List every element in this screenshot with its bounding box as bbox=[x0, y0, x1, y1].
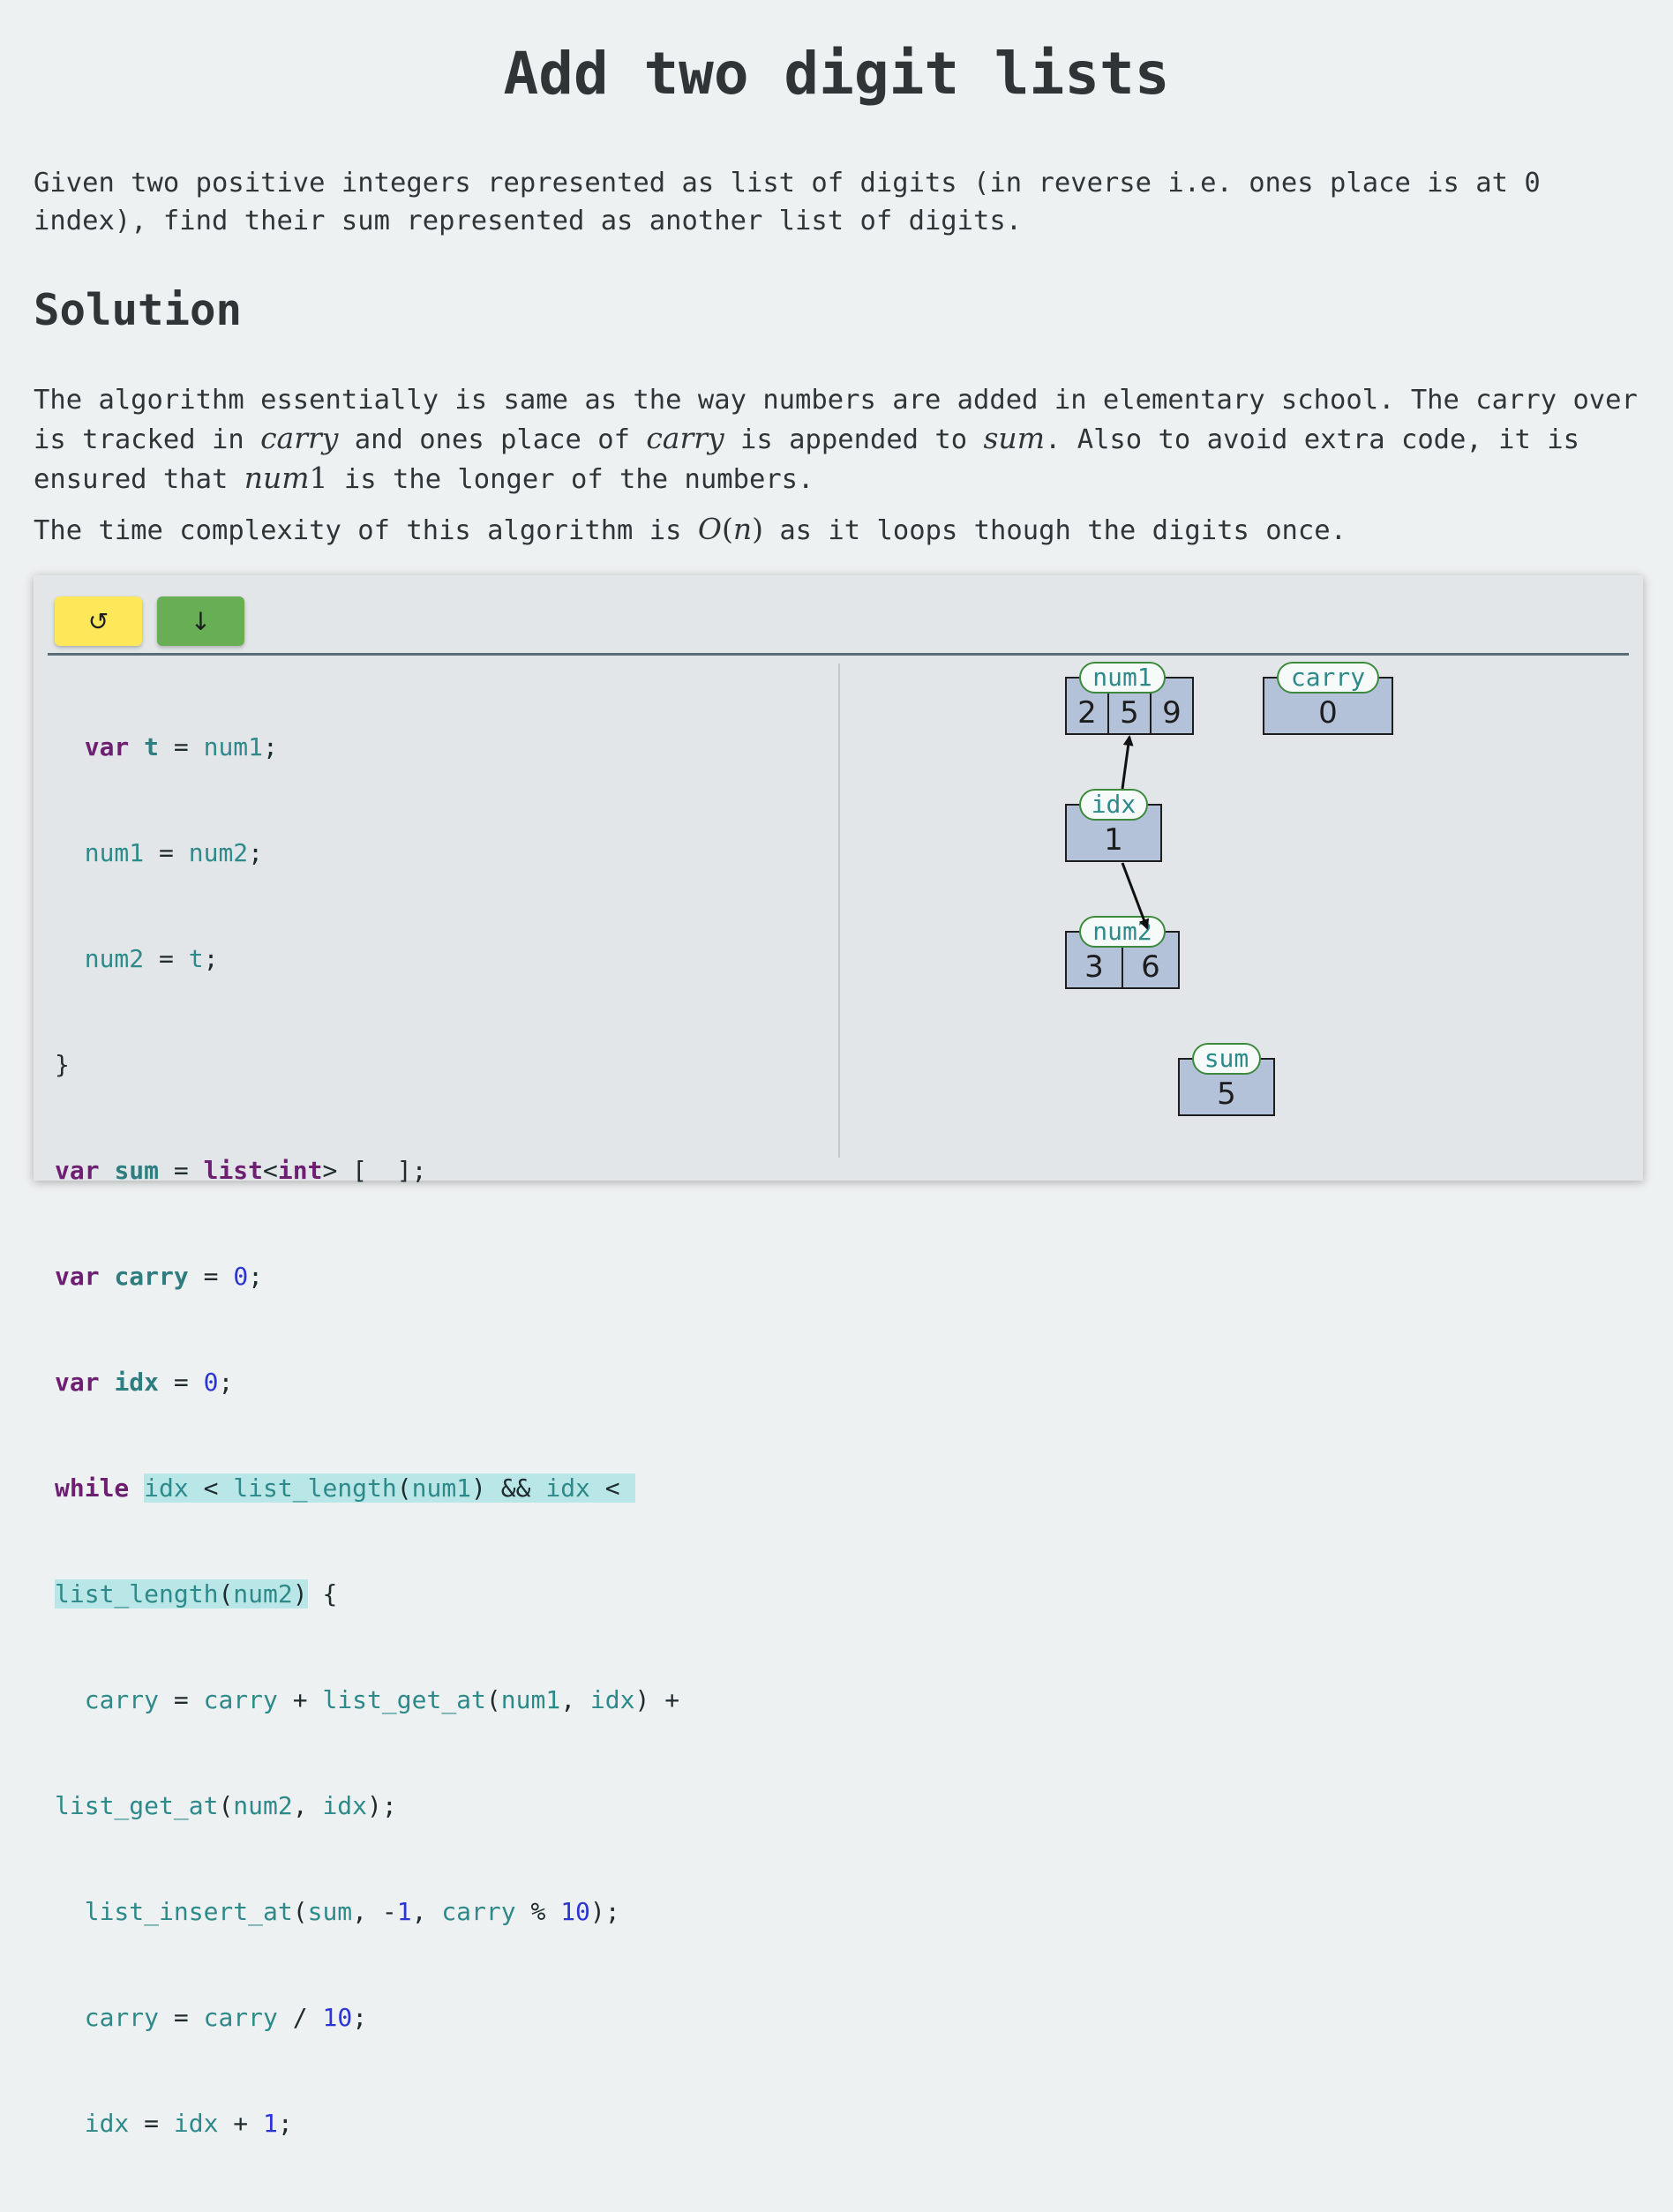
math-num: num bbox=[244, 461, 310, 495]
list-cell-value: 9 bbox=[1162, 695, 1182, 731]
step-button[interactable]: ↓ bbox=[157, 596, 244, 646]
page-title: Add two digit lists bbox=[503, 40, 1170, 108]
variable-idx: 1 idx bbox=[1065, 789, 1162, 862]
code-line: var sum = list<int> [ ]; bbox=[55, 1156, 427, 1185]
reset-button[interactable]: ↺ bbox=[55, 596, 142, 646]
code-line: num1 = num2; bbox=[84, 838, 264, 867]
text-segment: is the longer of the numbers. bbox=[327, 464, 814, 495]
idx-to-num1-arrow bbox=[1121, 735, 1134, 790]
variable-label: idx bbox=[1092, 790, 1137, 819]
toolbar-divider bbox=[48, 653, 1629, 656]
variable-label: sum bbox=[1204, 1044, 1249, 1073]
text-segment: The algorithm essentially is same as the… bbox=[34, 385, 1638, 455]
math-n: n bbox=[732, 512, 753, 546]
variable-tag bbox=[1192, 1043, 1261, 1075]
math-sum: sum bbox=[983, 421, 1045, 455]
math-carry: carry bbox=[646, 421, 724, 455]
problem-statement: Given two positive integers represented … bbox=[34, 168, 1541, 236]
math-paren-open: ( bbox=[721, 512, 733, 546]
code-line: carry = carry / 10; bbox=[84, 2003, 368, 2032]
highlighted-expression: list_length(num2) bbox=[55, 1579, 308, 1608]
variable-tag bbox=[1079, 662, 1166, 694]
code-line: } bbox=[55, 1050, 70, 1079]
code-line: list_get_at(num2, idx); bbox=[55, 1791, 397, 1820]
code-line: var t = num1; bbox=[84, 732, 278, 761]
solution-paragraph: The algorithm essentially is same as the… bbox=[34, 381, 1648, 499]
list-cell-value: 6 bbox=[1141, 949, 1160, 985]
code-line: var idx = 0; bbox=[55, 1368, 234, 1397]
code-line: num2 = t; bbox=[84, 944, 219, 973]
text-segment: . Also to avoid extra code, it is ensure… bbox=[34, 424, 1579, 495]
math-num1: num1 bbox=[244, 461, 328, 495]
text-segment: and ones place of bbox=[338, 424, 647, 455]
variable-label: num1 bbox=[1092, 663, 1152, 692]
math-big-o: O(n) bbox=[698, 512, 763, 546]
step-down-icon: ↓ bbox=[190, 606, 212, 636]
solution-heading: Solution bbox=[34, 285, 243, 335]
math-carry: carry bbox=[260, 421, 339, 455]
code-line: carry = carry + list_get_at(num1, idx) + bbox=[84, 1685, 680, 1714]
reset-icon: ↺ bbox=[87, 606, 109, 636]
variable-value: 1 bbox=[1104, 822, 1123, 858]
code-line: var carry = 0; bbox=[55, 1262, 264, 1291]
code-line-current: list_length(num2) { bbox=[55, 1579, 338, 1608]
text-segment: is appended to bbox=[724, 424, 984, 455]
list-cell-value: 5 bbox=[1217, 1076, 1236, 1112]
text-segment: The time complexity of this algorithm is bbox=[34, 515, 698, 546]
variable-label: carry bbox=[1291, 663, 1365, 692]
math-o: O bbox=[697, 512, 722, 546]
complexity-paragraph: The time complexity of this algorithm is… bbox=[34, 510, 1648, 550]
variable-tag bbox=[1079, 789, 1148, 821]
code-line-current: while idx < list_length(num1) && idx < bbox=[55, 1473, 635, 1503]
list-cell-value: 2 bbox=[1077, 695, 1097, 731]
variable-sum: 5 sum bbox=[1178, 1043, 1275, 1116]
highlighted-expression: idx < list_length(num1) && idx < bbox=[144, 1473, 635, 1503]
idx-to-num2-arrow bbox=[1121, 862, 1150, 930]
variable-value: 0 bbox=[1318, 695, 1338, 731]
list-cell-value: 5 bbox=[1120, 695, 1139, 731]
variable-num1: 2 5 9 num1 bbox=[1065, 662, 1194, 735]
math-one: 1 bbox=[309, 461, 328, 495]
variable-tag bbox=[1277, 662, 1379, 694]
code-line: list_insert_at(sum, -1, carry % 10); bbox=[84, 1897, 620, 1926]
pane-divider bbox=[838, 664, 840, 1158]
math-paren-close: ) bbox=[752, 512, 763, 546]
text-segment: as it loops though the digits once. bbox=[762, 515, 1347, 546]
code-line: idx = idx + 1; bbox=[84, 2109, 293, 2138]
variable-carry: 0 carry bbox=[1263, 662, 1393, 735]
list-cell-value: 3 bbox=[1084, 949, 1104, 985]
memory-visualization: 2 5 9 num1 0 carry 1 idx 3 6 num2 bbox=[1065, 662, 1393, 1116]
variable-num2: 3 6 num2 bbox=[1065, 916, 1180, 989]
algorithm-visualizer-panel: ↺ ↓ var t = num1; num1 = num2; num2 = t;… bbox=[34, 575, 1643, 2138]
